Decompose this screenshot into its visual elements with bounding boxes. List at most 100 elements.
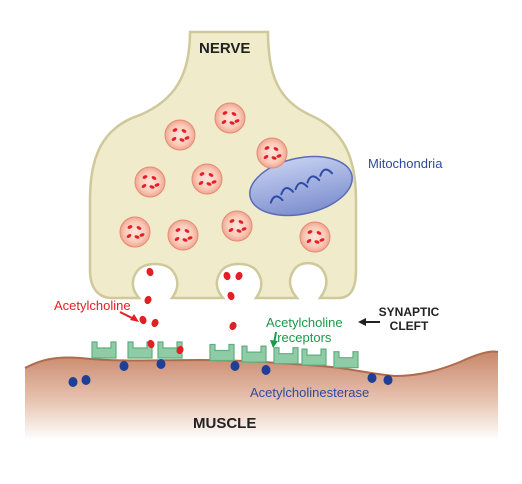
acetylcholine-receptor	[273, 347, 299, 365]
acetylcholine-molecule	[139, 315, 147, 325]
synaptic-vesicle	[221, 210, 253, 242]
nerve-terminal	[88, 30, 358, 300]
acetylcholine-arrowhead	[130, 314, 139, 322]
acetylcholine-molecule	[271, 156, 277, 160]
acetylcholine-molecule	[147, 339, 155, 349]
acetylcholine-molecule	[307, 230, 313, 234]
acetylcholine-molecule	[273, 147, 279, 151]
vesicle-membrane	[299, 221, 331, 253]
vesicle-membrane	[256, 137, 288, 169]
acetylcholine-molecule	[174, 237, 180, 241]
acetylcholine-molecule	[234, 119, 240, 123]
acetylcholine-molecule	[198, 181, 204, 185]
acetylcholine-molecule	[221, 120, 227, 124]
receptors-label-line2: receptors	[277, 330, 332, 345]
acetylcholine-molecule	[141, 184, 147, 188]
acetylcholine-molecule	[319, 238, 325, 242]
acetylcholine-molecule	[199, 172, 205, 176]
acetylcholine-molecule	[306, 239, 312, 243]
acetylcholine-receptor	[333, 351, 359, 369]
vesicle-membrane	[134, 166, 166, 198]
synaptic-vesicle	[134, 166, 166, 198]
vesicle-membrane	[119, 216, 151, 248]
acetylcholine-molecule	[222, 111, 228, 115]
synaptic-vesicle	[299, 221, 331, 253]
receptors-label-line1: Acetylcholine	[266, 315, 343, 330]
acetylcholinesterase-enzyme	[367, 373, 377, 383]
acetylcholine-molecule	[314, 240, 320, 244]
vesicle-membrane	[191, 163, 223, 195]
acetylcholine-label: Acetylcholine	[54, 298, 131, 313]
acetylcholine-molecule	[134, 235, 140, 239]
acetylcholinesterase-enzyme	[261, 365, 271, 375]
acetylcholine-molecule	[151, 176, 157, 180]
receptors-arrowhead	[270, 340, 278, 348]
acetylcholine-molecule	[136, 226, 142, 230]
nerve-label: NERVE	[199, 40, 251, 57]
acetylcholine-receptor	[209, 343, 235, 362]
receptors-label: Acetylcholine receptors	[266, 315, 343, 345]
acetylcholine-molecule	[211, 180, 217, 184]
acetylcholine-molecule	[263, 155, 269, 159]
acetylcholine-molecule	[182, 238, 188, 242]
acetylcholinesterase-enzyme	[119, 361, 129, 371]
muscle-tissue	[25, 351, 498, 440]
vesicle-membrane	[164, 119, 196, 151]
muscle-label: MUSCLE	[193, 415, 257, 432]
acetylcholine-molecule	[228, 228, 234, 232]
synaptic-label-line2: CLEFT	[389, 319, 429, 333]
synaptic-vesicle	[214, 102, 246, 134]
synaptic-vesicle	[191, 163, 223, 195]
acetylcholinesterase-enzyme	[383, 375, 393, 385]
acetylcholine-molecule	[171, 137, 177, 141]
acetylcholine-receptor	[127, 341, 153, 359]
released-acetylcholine-group	[139, 267, 243, 355]
synaptic-label-line1: SYNAPTIC	[378, 305, 440, 319]
acetylcholine-molecule	[208, 173, 214, 177]
acetylcholine-receptor	[301, 348, 327, 366]
acetylcholinesterase-enzyme	[68, 377, 78, 387]
acetylcholine-molecule	[151, 318, 159, 328]
cristae	[269, 168, 334, 204]
vesicle-membrane	[214, 102, 246, 134]
acetylcholine-molecule	[144, 295, 152, 305]
acetylcholinesterase-label: Acetylcholinesterase	[250, 385, 370, 400]
acetylcholine-molecule	[154, 183, 160, 187]
acetylcholine-molecule	[238, 220, 244, 224]
synaptic-cleft-arrowhead	[358, 318, 366, 326]
acetylcholine-molecule	[227, 291, 235, 301]
acetylcholine-molecule	[229, 121, 235, 125]
vesicle-membrane	[221, 210, 253, 242]
acetylcholine-molecule	[241, 227, 247, 231]
acetylcholine-molecule	[127, 225, 133, 229]
acetylcholine-molecule	[175, 228, 181, 232]
acetylcholine-molecule	[229, 321, 237, 331]
acetylcholine-molecule	[187, 236, 193, 240]
mitochondria-label: Mitochondria	[368, 156, 443, 171]
acetylcholine-molecule	[139, 233, 145, 237]
acetylcholinesterase-enzyme	[156, 359, 166, 369]
mitochondrion	[249, 155, 353, 217]
acetylcholine-receptor	[241, 345, 267, 363]
acetylcholinesterase-enzyme	[81, 375, 91, 385]
acetylcholine-molecule	[142, 175, 148, 179]
synaptic-vesicle	[119, 216, 151, 248]
acetylcholine-molecule	[236, 229, 242, 233]
receptor-group	[91, 341, 359, 369]
acetylcholine-receptor	[91, 341, 117, 359]
acetylcholine-molecule	[149, 185, 155, 189]
acetylcholine-molecule	[146, 267, 154, 277]
synaptic-cleft-label: SYNAPTIC CLEFT	[374, 305, 444, 333]
acetylcholine-molecule	[235, 271, 243, 281]
acetylcholine-molecule	[179, 138, 185, 142]
acetylcholine-molecule	[231, 112, 237, 116]
acetylcholine-molecule	[206, 182, 212, 186]
acetylcholine-molecule	[316, 231, 322, 235]
vesicle-membrane	[167, 219, 199, 251]
acetylcholine-molecule	[172, 128, 178, 132]
acetylcholine-molecule	[229, 219, 235, 223]
acetylcholine-molecule	[176, 345, 184, 355]
synaptic-vesicle	[164, 119, 196, 151]
vesicle-group	[119, 102, 331, 253]
